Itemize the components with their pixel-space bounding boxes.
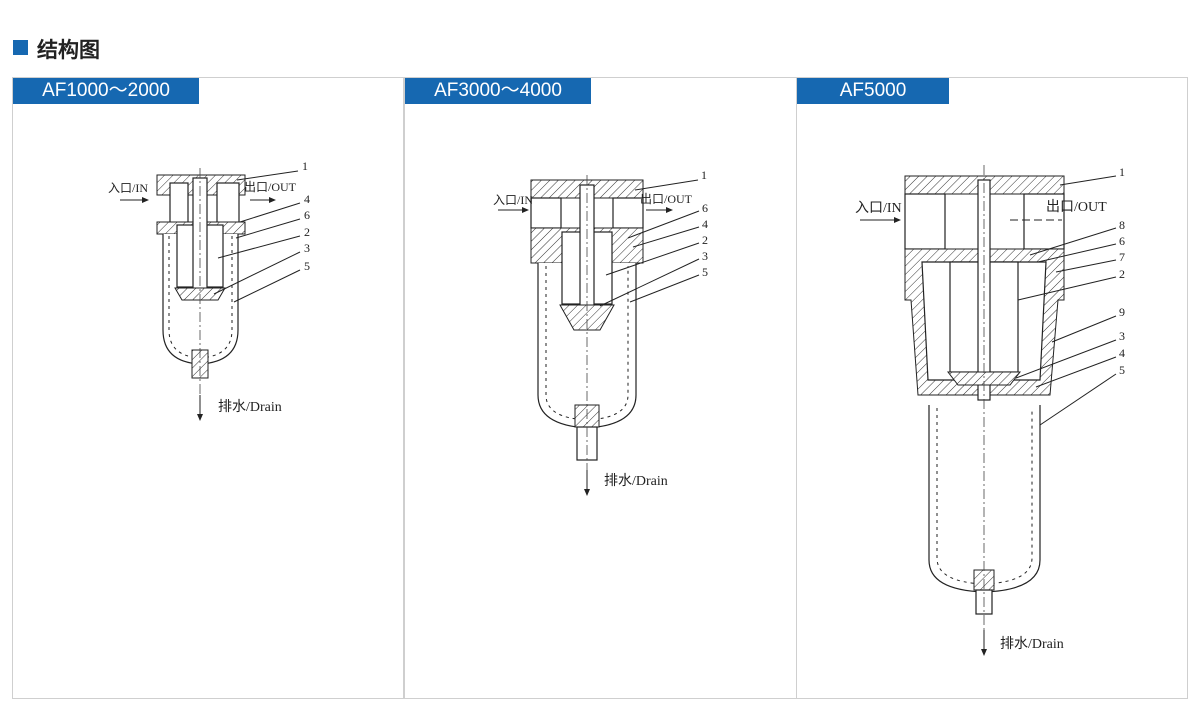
drain-label: 排水/Drain <box>604 473 668 489</box>
section-marker <box>13 40 28 55</box>
callout-number: 6 <box>702 201 708 215</box>
callout-number: 2 <box>1119 267 1125 281</box>
callout-number: 7 <box>1119 250 1125 264</box>
callout-number: 4 <box>1119 346 1125 360</box>
tab-af5000[interactable]: AF5000 <box>797 78 949 104</box>
callout-number: 4 <box>304 192 310 206</box>
callout-number: 3 <box>304 241 310 255</box>
callout-number: 2 <box>702 233 708 247</box>
callout-number: 5 <box>1119 363 1125 377</box>
callout-number: 1 <box>302 159 308 173</box>
outlet-label: 出口/OUT <box>1046 199 1107 215</box>
section-title: 结构图 <box>37 38 100 62</box>
callout-number: 8 <box>1119 218 1125 232</box>
callout-number: 1 <box>1119 165 1125 179</box>
callout-number: 1 <box>701 168 707 182</box>
callout-number: 6 <box>304 208 310 222</box>
af3000-drawing: 入口/IN 出口/OUT 排水/Drain 1 6 4 2 3 5 <box>493 168 708 496</box>
callout-number: 3 <box>702 249 708 263</box>
callout-number: 9 <box>1119 305 1125 319</box>
inlet-label: 入口/IN <box>108 181 148 195</box>
af1000-drawing: 入口/IN 出口/OUT 排水/Drain 1 4 6 2 3 5 <box>108 159 310 421</box>
outlet-label: 出口/OUT <box>244 180 297 194</box>
callout-number: 5 <box>304 259 310 273</box>
callout-number: 6 <box>1119 234 1125 248</box>
callout-number: 4 <box>702 217 708 231</box>
inlet-label: 入口/IN <box>855 201 902 216</box>
af5000-drawing: 入口/IN 出口/OUT 排水/Drain 1 8 6 7 2 9 3 4 5 <box>855 165 1125 656</box>
outlet-label: 出口/OUT <box>640 192 693 206</box>
callout-number: 2 <box>304 225 310 239</box>
drain-label: 排水/Drain <box>1000 636 1064 652</box>
drain-label: 排水/Drain <box>218 399 282 415</box>
inlet-label: 入口/IN <box>493 193 533 207</box>
callout-number: 5 <box>702 265 708 279</box>
tab-af3000-4000[interactable]: AF3000～4000 <box>405 78 591 104</box>
tab-af1000-2000[interactable]: AF1000～2000 <box>13 78 199 104</box>
callout-number: 3 <box>1119 329 1125 343</box>
